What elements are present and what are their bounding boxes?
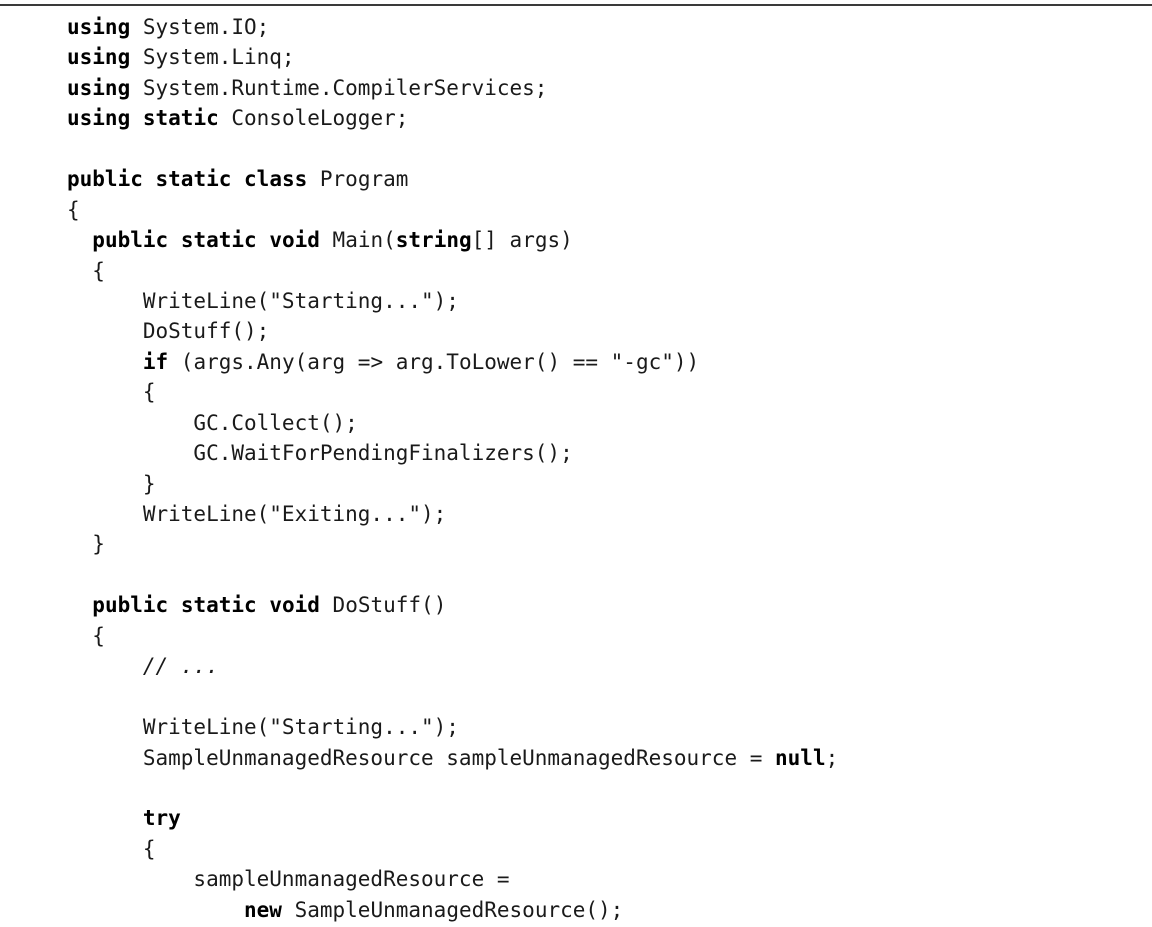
code-line: // ... bbox=[67, 651, 838, 681]
code-token bbox=[231, 167, 244, 191]
code-line: } bbox=[67, 529, 838, 559]
code-line: GC.Collect(); bbox=[67, 408, 838, 438]
code-token bbox=[67, 593, 92, 617]
code-line: DoStuff(); bbox=[67, 316, 838, 346]
keyword-token: using bbox=[67, 75, 131, 100]
code-line: using System.Runtime.CompilerServices; bbox=[67, 73, 838, 103]
keyword-token: void bbox=[269, 228, 320, 253]
code-token: System.Linq; bbox=[130, 45, 295, 70]
code-token bbox=[168, 228, 181, 252]
keyword-token: string bbox=[395, 228, 472, 253]
code-token bbox=[67, 350, 143, 374]
keyword-token: static bbox=[142, 106, 219, 131]
code-token bbox=[67, 806, 143, 830]
code-token bbox=[257, 228, 270, 252]
code-token: sampleUnmanagedResource = bbox=[67, 867, 510, 892]
code-token bbox=[130, 106, 143, 130]
code-token: System.IO; bbox=[130, 15, 270, 39]
code-line: public static void DoStuff() bbox=[67, 590, 838, 620]
code-line bbox=[67, 560, 838, 590]
keyword-token: public bbox=[92, 228, 169, 253]
code-line: sampleUnmanagedResource = bbox=[67, 864, 838, 894]
code-line: { bbox=[67, 621, 838, 651]
code-line: { bbox=[67, 256, 838, 286]
code-token: } bbox=[67, 471, 156, 496]
keyword-token: void bbox=[269, 593, 320, 618]
code-token: ; bbox=[825, 745, 839, 770]
keyword-token: using bbox=[67, 15, 131, 39]
keyword-token: public bbox=[92, 593, 169, 618]
keyword-token: using bbox=[67, 106, 131, 131]
code-token: SampleUnmanagedResource(); bbox=[281, 897, 624, 922]
comment-token: // ... bbox=[142, 654, 219, 679]
code-line bbox=[67, 682, 838, 712]
code-token: [] args) bbox=[471, 228, 573, 253]
code-token: { bbox=[67, 258, 105, 283]
keyword-token: static bbox=[180, 593, 257, 618]
code-token: } bbox=[67, 532, 105, 557]
code-listing: using System.IO;using System.Linq;using … bbox=[67, 12, 838, 925]
keyword-token: using bbox=[67, 45, 131, 70]
code-line: using System.IO; bbox=[67, 12, 838, 42]
code-token: WriteLine("Exiting..."); bbox=[67, 502, 447, 526]
code-token bbox=[143, 167, 156, 191]
keyword-token: static bbox=[155, 167, 232, 192]
code-token: { bbox=[67, 197, 80, 222]
code-line: WriteLine("Starting..."); bbox=[67, 712, 838, 742]
keyword-token: new bbox=[244, 897, 282, 922]
code-line: { bbox=[67, 195, 838, 225]
code-token: WriteLine("Starting..."); bbox=[67, 288, 459, 313]
code-line: { bbox=[67, 834, 838, 864]
keyword-token: class bbox=[244, 167, 308, 192]
code-token bbox=[257, 593, 270, 617]
code-token: { bbox=[67, 623, 105, 648]
code-token: WriteLine("Starting..."); bbox=[67, 715, 459, 740]
code-line: public static class Program bbox=[67, 164, 838, 194]
keyword-token: public bbox=[67, 167, 143, 192]
code-token bbox=[67, 898, 244, 922]
code-line: using System.Linq; bbox=[67, 42, 838, 72]
code-line: if (args.Any(arg => arg.ToLower() == "-g… bbox=[67, 347, 838, 377]
code-token: { bbox=[67, 380, 156, 405]
code-line bbox=[67, 134, 838, 164]
code-token: Main( bbox=[319, 228, 396, 253]
code-token bbox=[168, 593, 181, 617]
code-token: DoStuff(); bbox=[67, 319, 270, 344]
code-token: System.Runtime.CompilerServices; bbox=[130, 75, 548, 100]
code-line: WriteLine("Exiting..."); bbox=[67, 499, 838, 529]
code-token: GC.WaitForPendingFinalizers(); bbox=[67, 441, 573, 466]
code-token: SampleUnmanagedResource sampleUnmanagedR… bbox=[67, 745, 776, 770]
code-line bbox=[67, 773, 838, 803]
code-token: (args.Any(arg => arg.ToLower() == "-gc")… bbox=[168, 349, 700, 374]
code-line: WriteLine("Starting..."); bbox=[67, 286, 838, 316]
keyword-token: static bbox=[180, 228, 257, 253]
code-line: SampleUnmanagedResource sampleUnmanagedR… bbox=[67, 743, 838, 773]
code-line: GC.WaitForPendingFinalizers(); bbox=[67, 438, 838, 468]
code-line: try bbox=[67, 803, 838, 833]
code-line: public static void Main(string[] args) bbox=[67, 225, 838, 255]
code-token: GC.Collect(); bbox=[67, 410, 358, 435]
keyword-token: if bbox=[142, 349, 169, 374]
keyword-token: try bbox=[142, 806, 181, 831]
code-token: DoStuff() bbox=[319, 593, 447, 618]
code-line: { bbox=[67, 377, 838, 407]
code-line: } bbox=[67, 469, 838, 499]
top-rule bbox=[0, 4, 1152, 6]
code-line: new SampleUnmanagedResource(); bbox=[67, 895, 838, 925]
code-token: ConsoleLogger; bbox=[218, 106, 409, 131]
code-token: { bbox=[67, 836, 156, 861]
code-token: Program bbox=[307, 167, 409, 192]
keyword-token: null bbox=[775, 745, 826, 770]
code-token bbox=[67, 228, 92, 252]
code-token bbox=[67, 654, 143, 678]
code-line: using static ConsoleLogger; bbox=[67, 103, 838, 133]
